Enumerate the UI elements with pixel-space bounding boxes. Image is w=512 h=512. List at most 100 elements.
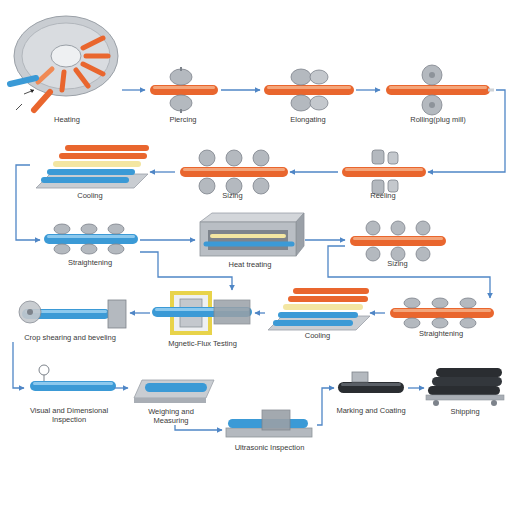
hot-tube bbox=[264, 85, 354, 95]
process-step: Crop shearing and beveling bbox=[10, 290, 130, 342]
flow-arrow bbox=[328, 246, 490, 298]
plug-mill bbox=[386, 65, 494, 115]
step-label: Heat treating bbox=[229, 260, 272, 269]
roll bbox=[366, 221, 380, 235]
hot-billet bbox=[76, 70, 88, 86]
step-label: Straightening bbox=[419, 329, 463, 338]
flow-arrow bbox=[317, 388, 334, 425]
hot-billet bbox=[62, 72, 64, 90]
furnace-hearth bbox=[14, 16, 118, 96]
roll bbox=[199, 178, 215, 194]
roll bbox=[404, 298, 420, 308]
motion-arrow bbox=[16, 104, 22, 110]
step-label: Cooling bbox=[77, 191, 102, 200]
piercing-mill bbox=[150, 67, 218, 113]
reeling-mill bbox=[342, 150, 426, 194]
roll bbox=[460, 318, 476, 328]
warm-pipe bbox=[212, 234, 284, 238]
tube-highlight bbox=[341, 383, 401, 386]
coated-pipe bbox=[432, 377, 502, 386]
crop-shear bbox=[19, 300, 126, 328]
step-label: Elongating bbox=[290, 115, 325, 124]
flow-arrow bbox=[175, 425, 222, 430]
hot-billet bbox=[83, 38, 103, 48]
tube-highlight bbox=[267, 86, 351, 89]
hot-pipe bbox=[68, 145, 146, 151]
cool-pipe bbox=[206, 242, 292, 247]
elongating-mill bbox=[264, 69, 354, 111]
heat-treating-furnace bbox=[200, 213, 304, 256]
roll bbox=[199, 150, 215, 166]
step-label: Straightening bbox=[68, 258, 112, 267]
hot-billet bbox=[83, 64, 103, 74]
hot-tube bbox=[150, 85, 218, 95]
hot-tube bbox=[386, 85, 490, 95]
roll bbox=[253, 150, 269, 166]
tube-highlight bbox=[389, 86, 487, 89]
hot-pipe bbox=[291, 296, 365, 302]
roll bbox=[291, 69, 311, 85]
hot-pipe bbox=[296, 288, 366, 294]
step-label: Heating bbox=[54, 115, 80, 124]
cooling-bed bbox=[36, 148, 148, 188]
process-step: Cooling bbox=[265, 285, 370, 340]
roll bbox=[388, 180, 398, 192]
roll-hub bbox=[429, 72, 435, 78]
roll-shaft bbox=[180, 109, 182, 113]
flux-tester bbox=[152, 293, 252, 333]
cool-pipe bbox=[44, 177, 126, 183]
roll bbox=[432, 298, 448, 308]
cart-wheel bbox=[491, 400, 497, 406]
process-step: Heating bbox=[12, 12, 122, 124]
roll bbox=[432, 318, 448, 328]
tube-highlight bbox=[153, 86, 215, 89]
marking-head bbox=[352, 372, 368, 382]
cool-pipe bbox=[276, 320, 350, 326]
hot-billet bbox=[34, 92, 50, 110]
flow-arrow bbox=[356, 89, 380, 90]
roll bbox=[388, 152, 398, 164]
flow-arrow bbox=[255, 312, 265, 313]
warm-pipe bbox=[56, 161, 138, 167]
roll bbox=[291, 95, 311, 111]
flow-arrow bbox=[408, 387, 424, 388]
roll bbox=[54, 224, 70, 234]
flow-arrow bbox=[130, 312, 150, 313]
flow-arrow bbox=[305, 239, 345, 240]
flow-arrow bbox=[13, 342, 24, 388]
process-step: Visual and Dimensional Inspection bbox=[24, 368, 114, 424]
process-step: Heat treating bbox=[195, 210, 305, 269]
flow-arrow bbox=[370, 312, 385, 313]
furnace-body bbox=[200, 222, 296, 256]
tube-highlight bbox=[353, 237, 443, 240]
rotary-furnace bbox=[10, 16, 118, 110]
cooling-bed bbox=[268, 291, 370, 330]
roll bbox=[310, 70, 328, 84]
test-unit bbox=[214, 300, 250, 324]
roll bbox=[170, 95, 192, 111]
motion-arrow bbox=[30, 89, 34, 93]
edge-group bbox=[13, 90, 505, 430]
hot-tube bbox=[350, 236, 446, 246]
roll bbox=[310, 96, 328, 110]
tube-highlight bbox=[33, 382, 113, 385]
roll bbox=[460, 298, 476, 308]
saw-disc bbox=[19, 301, 41, 323]
tube-highlight bbox=[393, 309, 491, 312]
flow-arrow bbox=[114, 387, 128, 388]
hot-billet bbox=[86, 54, 108, 59]
straightener bbox=[44, 224, 138, 254]
trough bbox=[134, 380, 214, 398]
roll bbox=[422, 95, 442, 115]
roll bbox=[253, 178, 269, 194]
process-step: Shipping bbox=[424, 364, 506, 416]
step-label: Crop shearing and beveling bbox=[24, 333, 116, 342]
roll-shaft bbox=[180, 67, 182, 71]
cart-wheel bbox=[433, 400, 439, 406]
step-label: Ultrasonic Inspection bbox=[235, 443, 305, 452]
step-label: Sizing bbox=[222, 191, 242, 200]
cool-pipe bbox=[281, 312, 355, 318]
step-label: Mgnetic-Flux Testing bbox=[168, 339, 237, 348]
step-label: Rolling(plug mill) bbox=[410, 115, 465, 124]
